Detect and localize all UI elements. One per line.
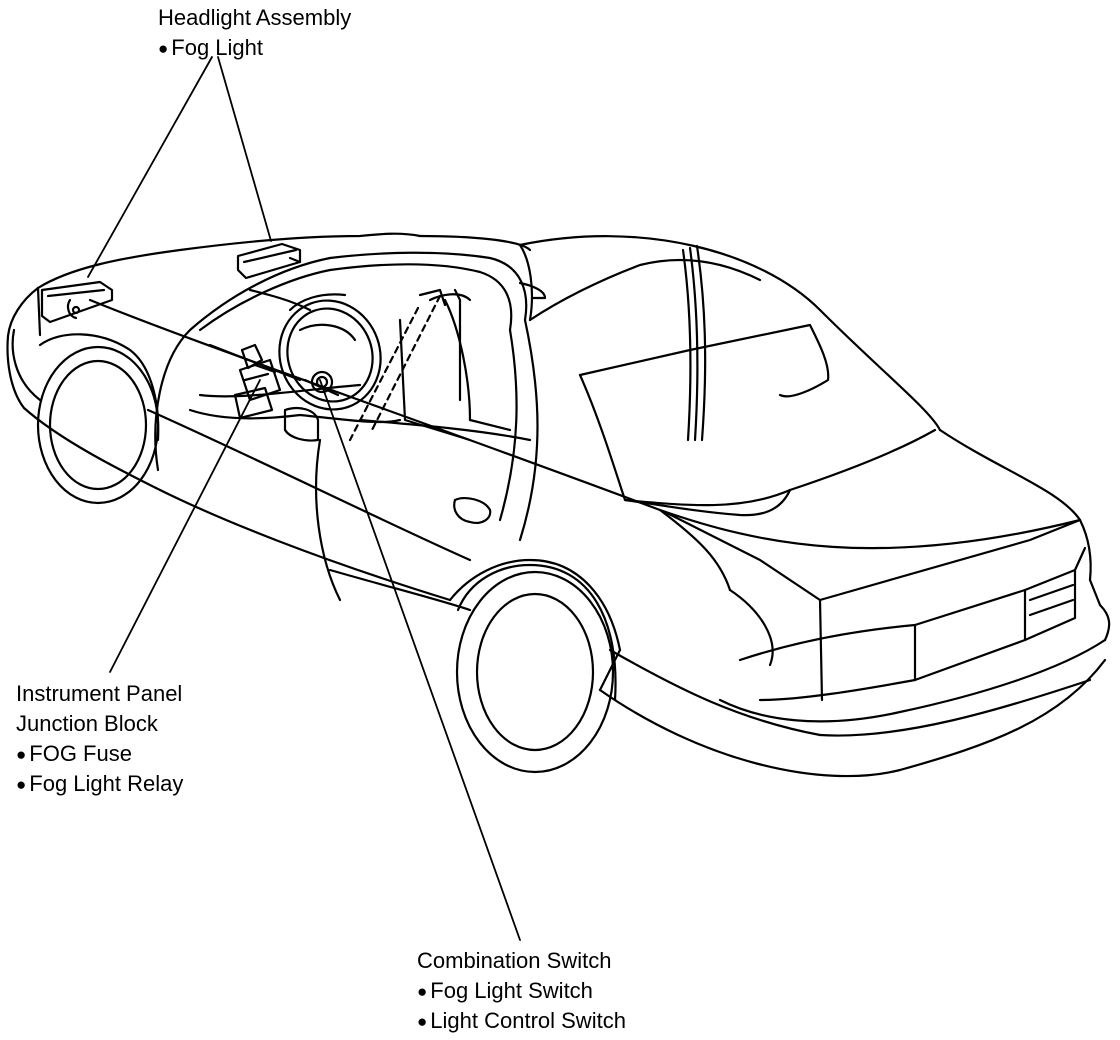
callout-combination-switch: Combination Switch Fog Light Switch Ligh… (417, 946, 626, 1036)
callout-item-light-control-switch: Light Control Switch (417, 1006, 626, 1036)
leader-junction-block (109, 379, 261, 673)
leader-combination-switch (319, 379, 521, 941)
callout-junction-block: Instrument Panel Junction Block FOG Fuse… (16, 679, 183, 799)
callout-item-fog-fuse: FOG Fuse (16, 739, 183, 769)
headlight-right (236, 242, 302, 280)
callout-title-line1: Instrument Panel (16, 681, 183, 706)
leader-lines (87, 56, 521, 941)
callout-title: Headlight Assembly (158, 5, 352, 30)
car-body (6, 232, 1111, 778)
rear-wheel (455, 563, 617, 774)
callout-item-fog-light-relay: Fog Light Relay (16, 769, 183, 799)
callout-headlight-assembly: Headlight Assembly Fog Light (158, 3, 351, 63)
callout-title-line2: Junction Block (16, 711, 158, 736)
callout-item-fog-light: Fog Light (158, 33, 351, 63)
callout-title: Combination Switch (417, 948, 612, 973)
leader-headlight-left (87, 56, 213, 278)
callout-item-fog-light-switch: Fog Light Switch (417, 976, 626, 1006)
door-interior (154, 251, 547, 612)
front-wheel (36, 333, 160, 505)
leader-headlight-right (217, 56, 272, 242)
headlight-left (40, 280, 114, 324)
